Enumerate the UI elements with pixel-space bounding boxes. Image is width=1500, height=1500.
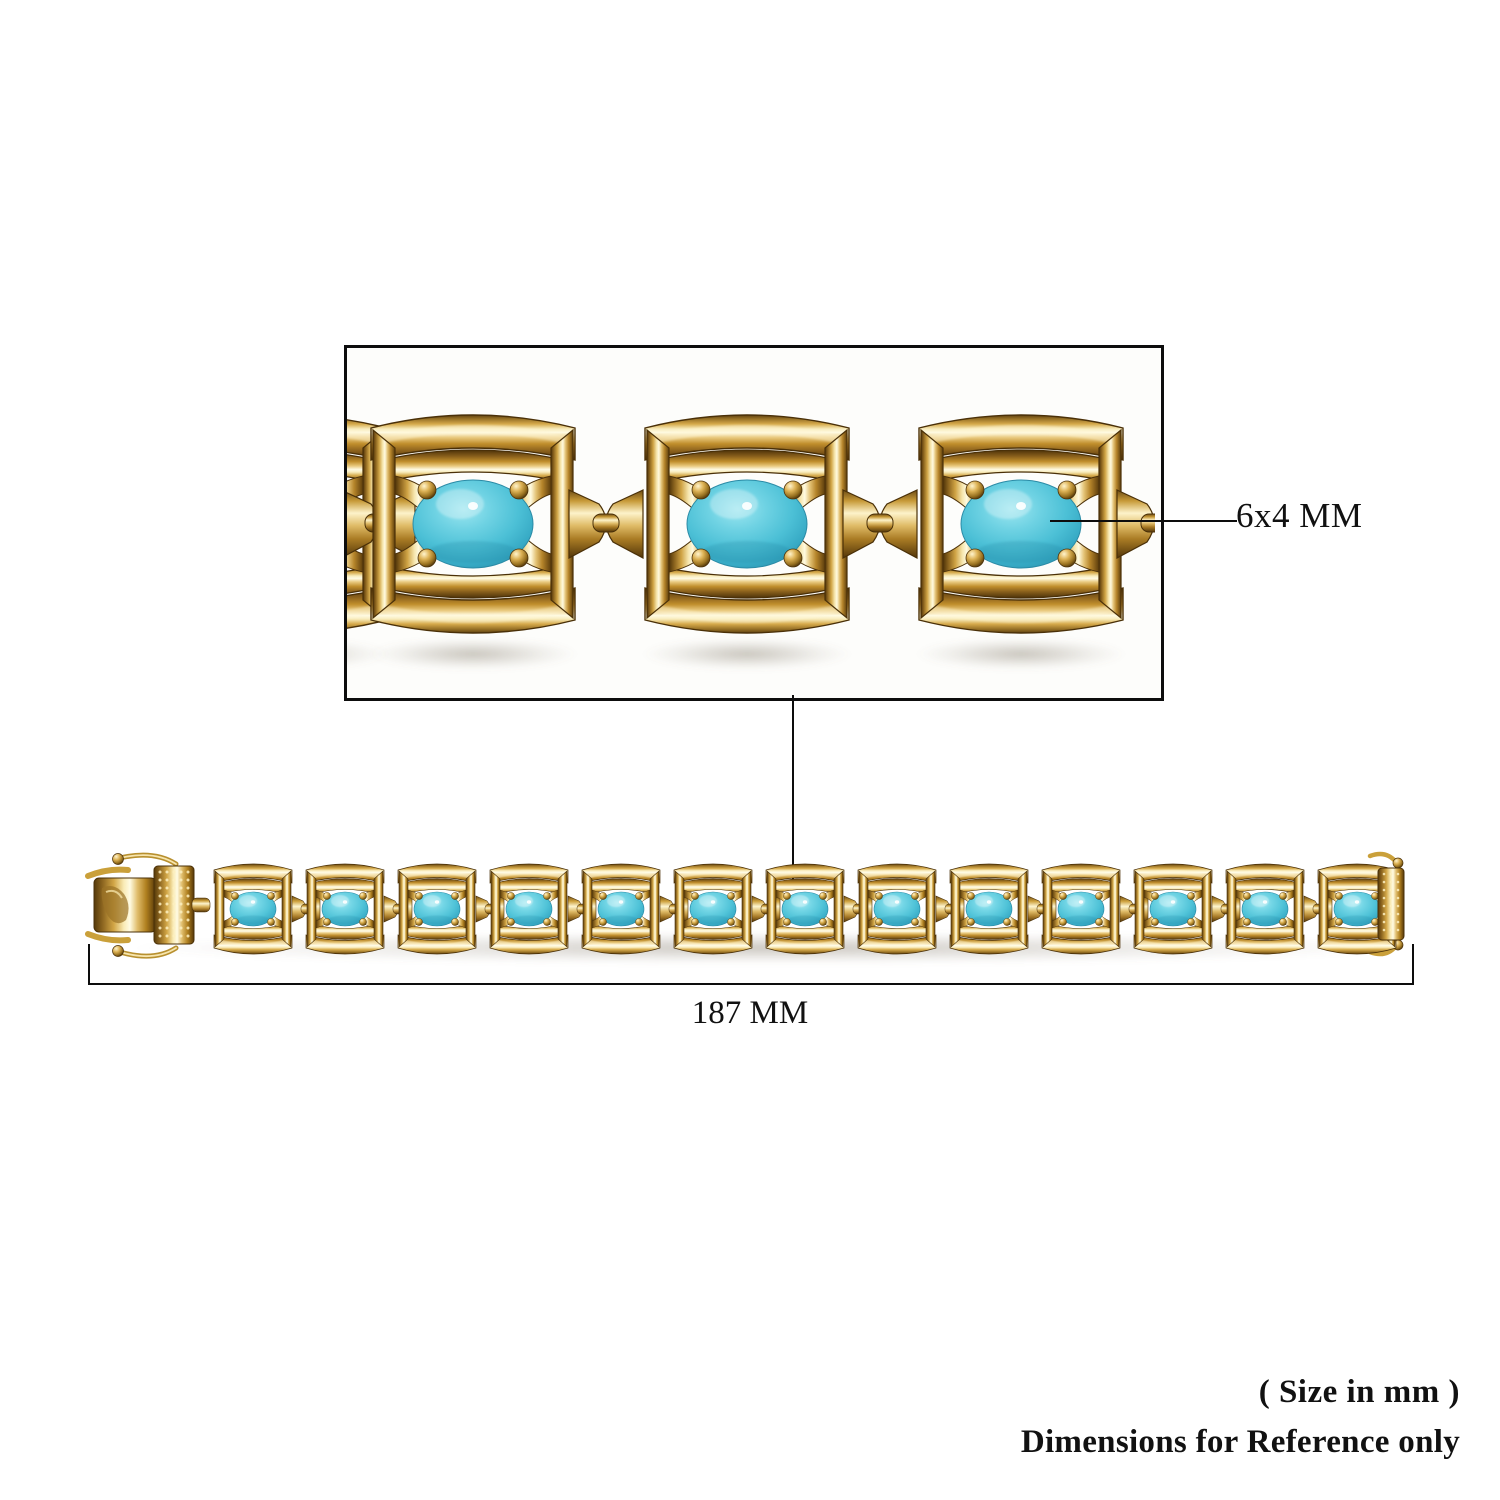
bracelet-illustration [85, 851, 1410, 965]
detail-inset-box [344, 345, 1164, 701]
clasp-texture [153, 865, 195, 945]
length-label: 187 MM [691, 995, 809, 1031]
footer-line-2: Dimensions for Reference only [1020, 1423, 1460, 1460]
stone-size-label: 6x4 MM [1236, 496, 1363, 535]
magnified-links-illustration [347, 348, 1155, 692]
bracelet-link [214, 864, 292, 954]
inset-to-bracelet-leader-line [792, 695, 794, 881]
detail-inset-clip [347, 348, 1161, 698]
bracelet-full-view [70, 840, 1440, 980]
detail-link-2 [643, 415, 851, 670]
footer-line-1: ( Size in mm ) [1258, 1374, 1460, 1410]
detail-link-3 [917, 415, 1125, 670]
length-tick-right [1412, 944, 1414, 985]
bracelet-links [214, 864, 1333, 954]
length-tick-left [88, 944, 90, 985]
bracelet-clasp [85, 852, 211, 959]
length-dimension-line [88, 983, 1414, 985]
bracelet-end-tab [1318, 851, 1405, 957]
stone-size-leader-line [1050, 520, 1237, 522]
footer-note: ( Size in mm ) Dimensions for Reference … [0, 1368, 1460, 1467]
